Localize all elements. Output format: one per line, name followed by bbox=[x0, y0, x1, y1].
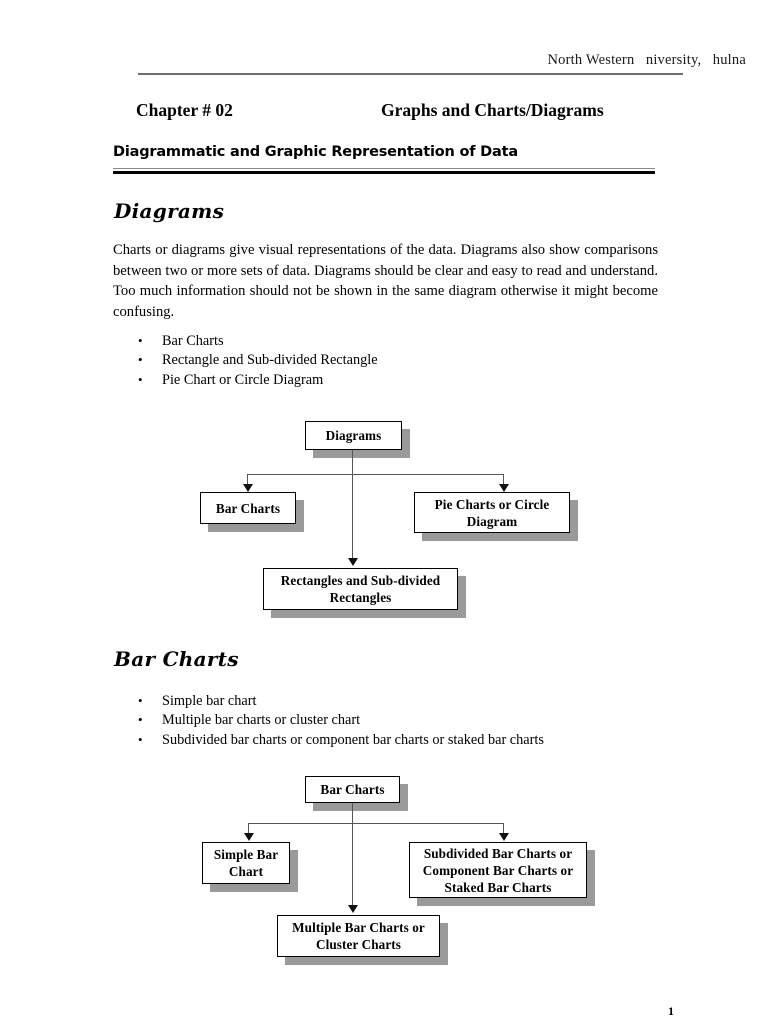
arrowhead-right bbox=[499, 833, 509, 841]
list-item: Multiple bar charts or cluster chart bbox=[138, 710, 544, 730]
list-item: Bar Charts bbox=[138, 331, 378, 351]
connector-trunk bbox=[352, 450, 354, 475]
running-head-text: North Western niversity, hulna bbox=[547, 52, 746, 68]
arrowhead-center bbox=[348, 905, 358, 913]
connector-right-drop bbox=[503, 474, 505, 487]
arrowhead-left bbox=[243, 484, 253, 492]
connector-right-drop bbox=[503, 823, 505, 835]
subheading: Diagrammatic and Graphic Representation … bbox=[113, 144, 518, 160]
list-item: Subdivided bar charts or component bar c… bbox=[138, 730, 544, 750]
divider-thick bbox=[113, 171, 655, 174]
bar-charts-bullet-list: Simple bar chart Multiple bar charts or … bbox=[138, 691, 544, 750]
section-heading-diagrams: Diagrams bbox=[114, 199, 225, 223]
page-number: 1 bbox=[668, 1004, 674, 1018]
diagrams-bullet-list: Bar Charts Rectangle and Sub-divided Rec… bbox=[138, 331, 378, 390]
header-rule bbox=[138, 73, 683, 75]
flow-node-subdivided-bar-charts: Subdivided Bar Charts or Component Bar C… bbox=[409, 842, 587, 898]
connector-bus bbox=[248, 823, 504, 825]
flow-node-pie-charts: Pie Charts or Circle Diagram bbox=[414, 492, 570, 533]
diagrams-paragraph: Charts or diagrams give visual represent… bbox=[113, 242, 658, 320]
list-item: Pie Chart or Circle Diagram bbox=[138, 370, 378, 390]
connector-left-drop bbox=[248, 823, 250, 835]
connector-center-drop bbox=[352, 823, 354, 907]
connector-left-drop bbox=[247, 474, 249, 487]
chapter-label: Chapter # 02 bbox=[136, 100, 233, 120]
flow-node-rectangles: Rectangles and Sub-divided Rectangles bbox=[263, 568, 458, 610]
page-title: Graphs and Charts/Diagrams bbox=[381, 100, 604, 120]
flow-node-diagrams-root: Diagrams bbox=[305, 421, 402, 450]
arrowhead-center bbox=[348, 558, 358, 566]
divider-thin bbox=[113, 168, 655, 169]
list-item: Simple bar chart bbox=[138, 691, 544, 711]
chapter-title-row: Chapter # 02 Graphs and Charts/Diagrams bbox=[113, 100, 673, 126]
flow-node-simple-bar-chart: Simple Bar Chart bbox=[202, 842, 290, 884]
arrowhead-right bbox=[499, 484, 509, 492]
connector-bus bbox=[247, 474, 504, 476]
flow-node-bar-charts-root: Bar Charts bbox=[305, 776, 400, 803]
connector-trunk bbox=[352, 803, 354, 824]
connector-center-drop bbox=[352, 474, 354, 561]
flow-node-multiple-bar-charts: Multiple Bar Charts or Cluster Charts bbox=[277, 915, 440, 957]
running-header: North Western niversity, hulna bbox=[0, 52, 768, 78]
list-item: Rectangle and Sub-divided Rectangle bbox=[138, 350, 378, 370]
section-heading-bar-charts: Bar Charts bbox=[114, 647, 239, 671]
flow-node-bar-charts: Bar Charts bbox=[200, 492, 296, 524]
arrowhead-left bbox=[244, 833, 254, 841]
